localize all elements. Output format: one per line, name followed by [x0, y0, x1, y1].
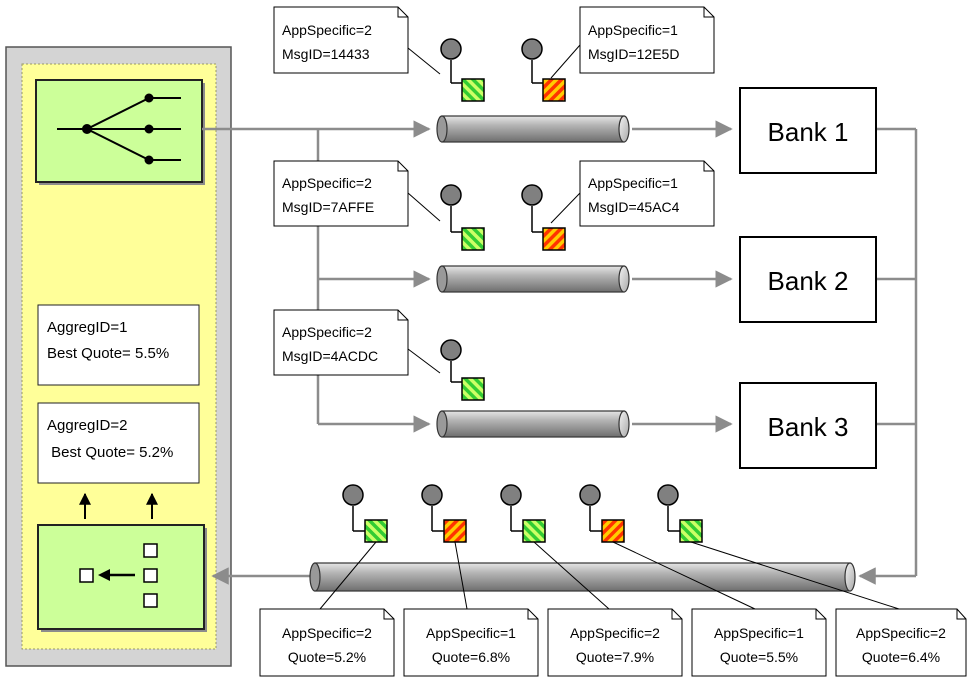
reply-message-4	[579, 484, 625, 543]
reply-note-2: AppSpecific=1 Quote=6.8%	[403, 608, 539, 677]
request-note-4-line2: MsgID=45AC4	[588, 199, 680, 215]
request-message-1	[440, 38, 485, 102]
request-note-5-line1: AppSpecific=2	[282, 324, 372, 340]
request-note-2: AppSpecific=1 MsgID=12E5D	[579, 6, 715, 74]
aggregate-1-quote: Best Quote= 5.5%	[47, 345, 169, 362]
reply-note-5: AppSpecific=2 Quote=6.4%	[835, 608, 967, 677]
request-note-3-line2: MsgID=7AFFE	[282, 199, 374, 215]
reply-note-4: AppSpecific=1 Quote=5.5%	[691, 608, 827, 677]
request-message-4	[521, 184, 566, 251]
bank-2-label: Bank 2	[768, 266, 849, 296]
aggregator-icon	[79, 543, 158, 608]
request-message-2	[521, 38, 566, 102]
bank-3-label: Bank 3	[768, 412, 849, 442]
reply-note-3-line1: AppSpecific=2	[570, 625, 660, 641]
aggregator-up-arrows	[79, 492, 158, 519]
reply-message-3	[500, 484, 546, 543]
request-channel-1	[436, 115, 630, 143]
bank-2: Bank 2	[739, 236, 877, 323]
request-channel-3	[436, 410, 630, 438]
reply-note-5-line2: Quote=6.4%	[862, 649, 940, 665]
reply-note-1-line1: AppSpecific=2	[282, 625, 372, 641]
reply-lines	[211, 127, 918, 585]
reply-note-4-line2: Quote=5.5%	[720, 649, 798, 665]
request-note-3-line1: AppSpecific=2	[282, 175, 372, 191]
request-note-1-line2: MsgID=14433	[282, 46, 370, 62]
reply-note-5-line1: AppSpecific=2	[856, 625, 946, 641]
bank-1-label: Bank 1	[768, 117, 849, 147]
reply-note-3: AppSpecific=2 Quote=7.9%	[547, 608, 683, 677]
request-note-2-line2: MsgID=12E5D	[588, 46, 679, 62]
request-note-1: AppSpecific=2 MsgID=14433	[273, 6, 409, 74]
aggregate-box-1: AggregID=1 Best Quote= 5.5%	[37, 304, 200, 386]
request-note-5: AppSpecific=2 MsgID=4ACDC	[273, 309, 409, 376]
reply-note-1-line2: Quote=5.2%	[288, 649, 366, 665]
reply-note-3-line2: Quote=7.9%	[576, 649, 654, 665]
reply-message-5	[657, 484, 703, 543]
request-note-2-line1: AppSpecific=1	[588, 22, 678, 38]
bank-1: Bank 1	[739, 87, 877, 174]
request-message-3	[440, 184, 485, 251]
reply-message-2	[421, 484, 467, 543]
bank-3: Bank 3	[739, 382, 877, 469]
request-note-4: AppSpecific=1 MsgID=45AC4	[579, 160, 715, 227]
reply-channel	[309, 562, 856, 592]
request-channel-2	[436, 265, 630, 293]
reply-note-2-line2: Quote=6.8%	[432, 649, 510, 665]
reply-note-1: AppSpecific=2 Quote=5.2%	[259, 608, 395, 677]
recipient-list-component	[35, 79, 205, 185]
splitter-icon	[57, 93, 181, 165]
request-message-5	[440, 339, 485, 401]
request-note-leaders	[407, 44, 581, 374]
request-note-3: AppSpecific=2 MsgID=7AFFE	[273, 160, 409, 227]
reply-note-4-line1: AppSpecific=1	[714, 625, 804, 641]
aggregate-box-2: AggregID=2 Best Quote= 5.2%	[37, 402, 200, 484]
request-note-1-line1: AppSpecific=2	[282, 22, 372, 38]
aggregate-2-quote: Best Quote= 5.2%	[47, 444, 173, 461]
request-note-5-line2: MsgID=4ACDC	[282, 348, 378, 364]
aggregate-1-id: AggregID=1	[47, 319, 127, 336]
reply-note-2-line1: AppSpecific=1	[426, 625, 516, 641]
reply-message-1	[342, 484, 388, 543]
aggregate-2-id: AggregID=2	[47, 417, 127, 434]
request-note-4-line1: AppSpecific=1	[588, 175, 678, 191]
aggregator-component	[37, 524, 207, 632]
reply-note-leaders	[319, 541, 900, 610]
